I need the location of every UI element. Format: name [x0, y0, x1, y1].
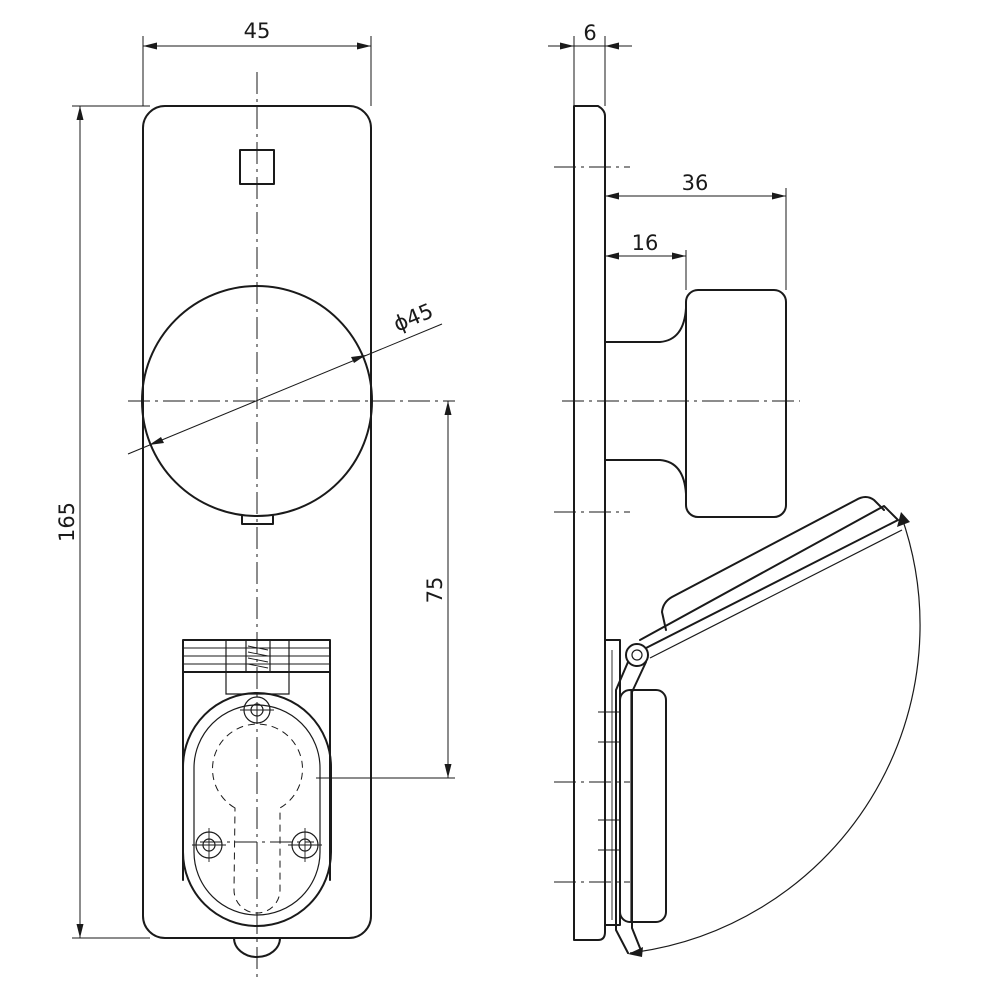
euro-cylinder-profile [212, 723, 303, 914]
front-plate-outline [142, 105, 372, 939]
side-cover-closed [615, 661, 647, 954]
dim-front-height-label: 165 [55, 502, 79, 542]
dim-knob-projection: 36 [605, 171, 787, 290]
dim-front-width-label: 45 [244, 19, 271, 43]
side-cylinder-body [619, 689, 667, 923]
dim-knob-to-cylinder: 75 [316, 401, 455, 779]
cylinder-escutcheon-inner [193, 704, 321, 916]
dim-front-height: 165 [55, 105, 150, 939]
side-view: 6 36 16 [548, 21, 921, 957]
screw-top [240, 696, 274, 724]
front-view: 45 165 ϕ45 75 [55, 19, 455, 978]
dim-neck-length-label: 16 [632, 231, 659, 255]
dim-plate-thickness-label: 6 [583, 21, 596, 45]
screw-left [192, 828, 226, 862]
dim-knob-to-cylinder-label: 75 [423, 577, 447, 604]
side-hinge-pin [625, 643, 649, 667]
knob-tab [241, 515, 274, 525]
spindle-square [239, 149, 275, 185]
side-swing-arc [629, 514, 921, 954]
dim-knob-projection-label: 36 [682, 171, 709, 195]
dim-plate-thickness: 6 [548, 21, 632, 106]
side-cover-open-body [661, 496, 885, 631]
dim-front-width: 45 [142, 19, 372, 106]
dim-neck-length: 16 [605, 231, 687, 290]
screw-right [288, 828, 322, 862]
dim-knob-diameter: ϕ45 [127, 299, 443, 455]
side-knob [685, 289, 787, 518]
bottom-nub [233, 937, 281, 958]
dim-knob-diameter-label: ϕ45 [390, 299, 437, 337]
side-plate [573, 105, 606, 941]
cylinder-escutcheon-outer [182, 692, 332, 927]
side-cover-open [639, 505, 899, 649]
